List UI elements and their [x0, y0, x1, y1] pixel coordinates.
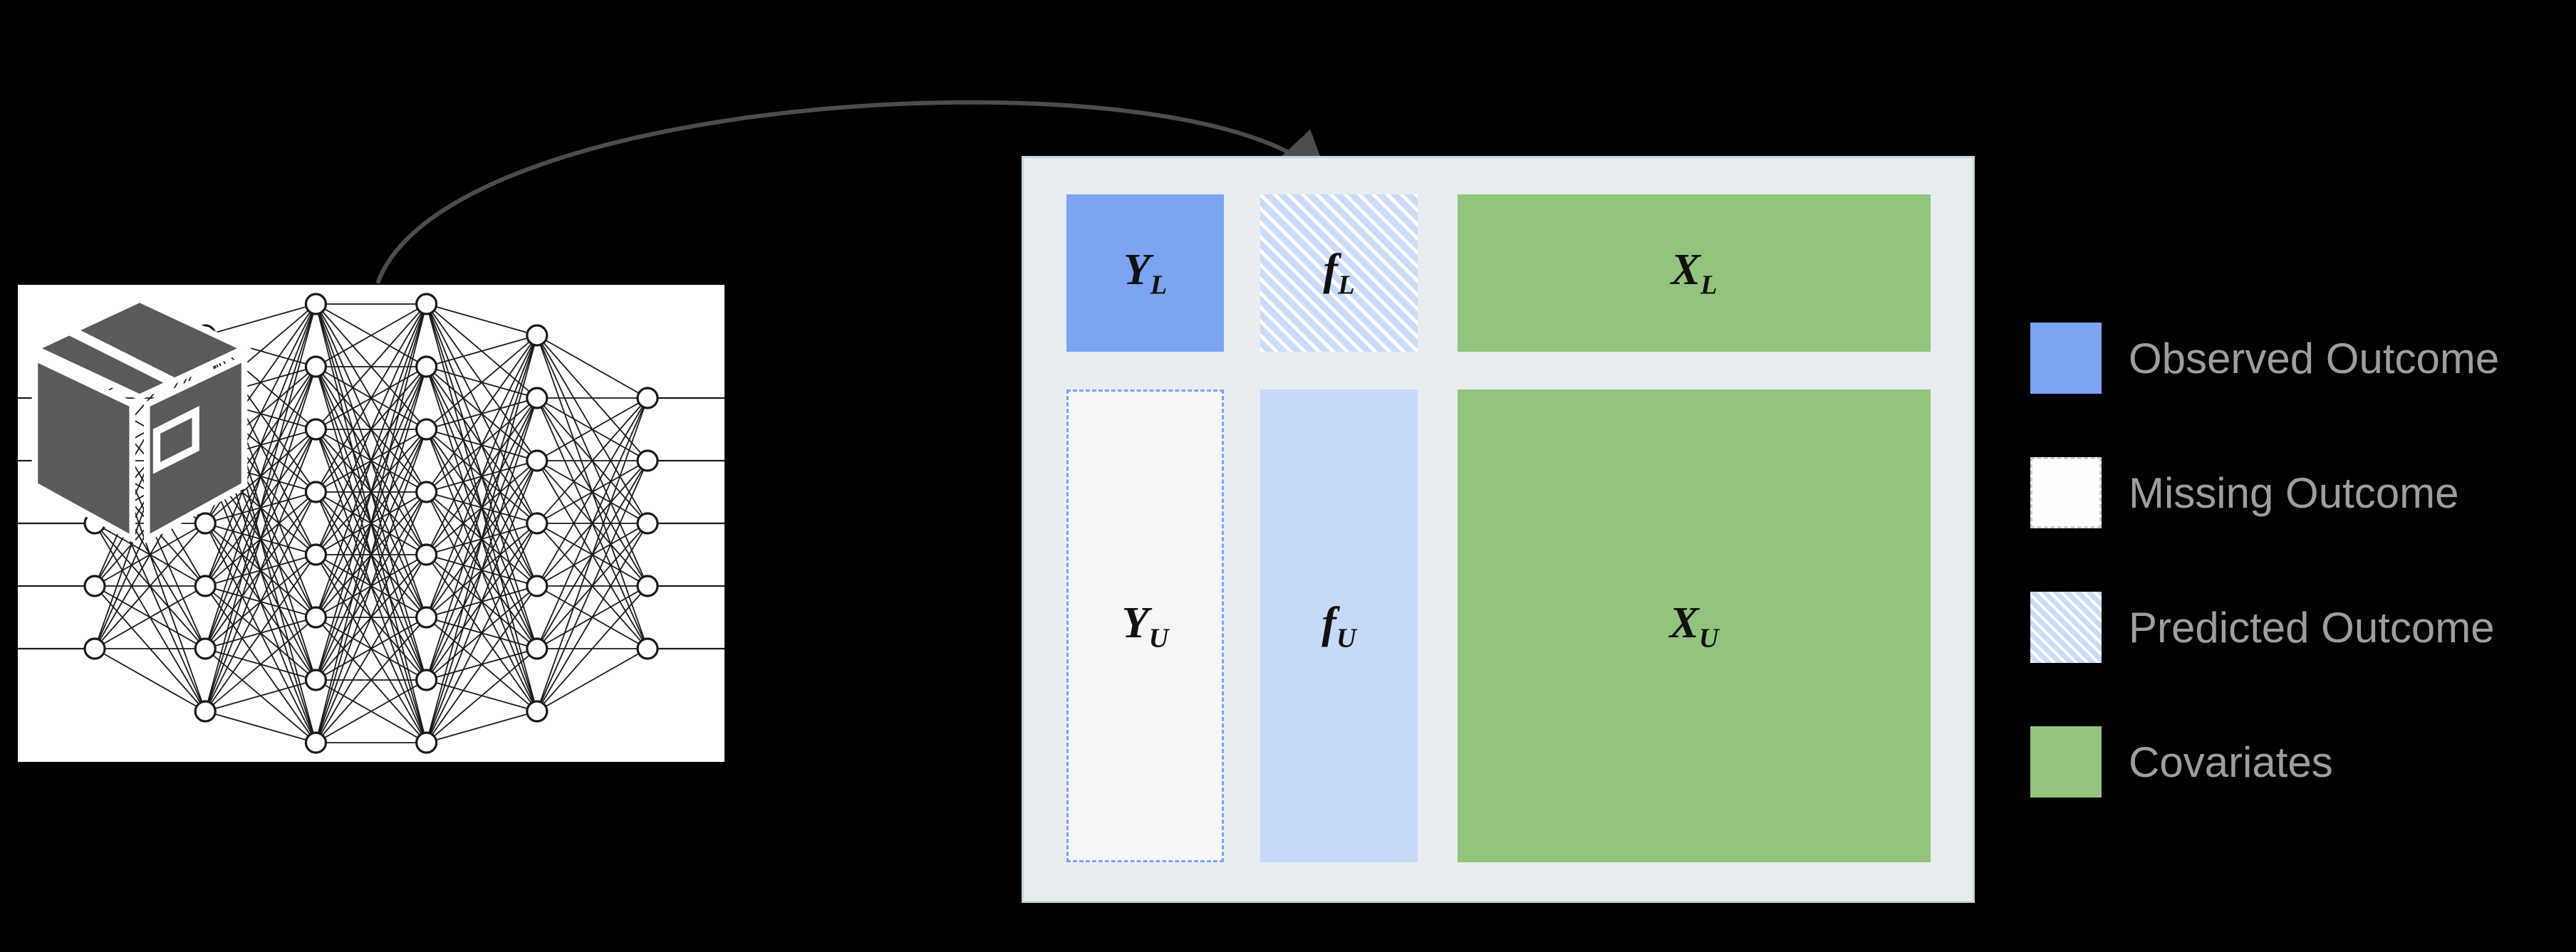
legend-swatch-observed: [2030, 323, 2102, 394]
block-observed-outcome-YL: YL: [1066, 194, 1224, 352]
block-covariates-XL: XL: [1458, 194, 1931, 352]
legend-item-covariates: Covariates: [2030, 726, 2499, 797]
legend-label: Covariates: [2129, 738, 2333, 786]
legend-item-missing: Missing Outcome: [2030, 457, 2499, 528]
block-label: fL: [1323, 246, 1355, 300]
legend-item-predicted: Predicted Outcome: [2030, 592, 2499, 663]
legend-item-observed: Observed Outcome: [2030, 323, 2499, 394]
block-predicted-outcome-fL: fL: [1260, 194, 1418, 352]
legend-swatch-covariates: [2030, 726, 2102, 797]
block-predicted-outcome-fU: fU: [1260, 389, 1418, 862]
legend-label: Observed Outcome: [2129, 334, 2500, 382]
block-label: XL: [1671, 246, 1718, 300]
block-missing-outcome-YU: YU: [1066, 389, 1224, 862]
legend-swatch-predicted: [2030, 592, 2102, 663]
block-label: YL: [1123, 246, 1168, 300]
neural-network-panel: [18, 285, 724, 762]
legend-label: Missing Outcome: [2129, 469, 2459, 517]
block-label: fU: [1321, 598, 1356, 654]
data-matrix-panel: YL fL XL YU fU XU: [1022, 156, 1975, 903]
block-label: YU: [1121, 598, 1169, 654]
legend-swatch-missing: [2030, 457, 2102, 528]
legend: Observed Outcome Missing Outcome Predict…: [2030, 323, 2499, 861]
legend-label: Predicted Outcome: [2129, 603, 2495, 652]
block-label: XU: [1669, 598, 1719, 654]
package-box-icon: [27, 295, 252, 544]
block-covariates-XU: XU: [1458, 389, 1931, 862]
